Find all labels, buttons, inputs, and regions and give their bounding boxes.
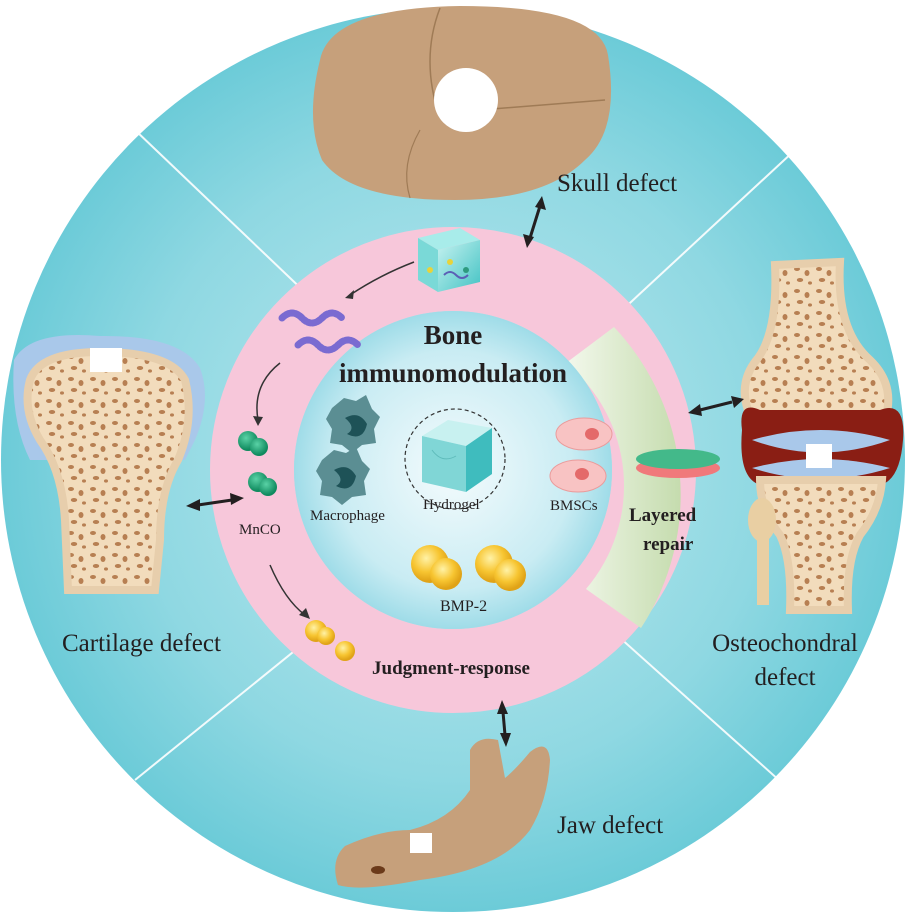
mnco-label: MnCO (239, 522, 281, 539)
center-title-line2: immunomodulation (318, 358, 588, 389)
bmscs-label: BMSCs (550, 498, 598, 515)
bmp2-label: BMP-2 (440, 598, 487, 616)
osteochondral-label-line2: defect (685, 664, 885, 692)
layered-discs (636, 449, 720, 478)
osteochondral-label-line1: Osteochondral (685, 630, 885, 658)
skull-defect-label: Skull defect (557, 170, 677, 198)
hydrogel-cube-small (418, 228, 480, 292)
layered-label-line2: repair (643, 534, 693, 556)
macrophage-label: Macrophage (310, 508, 385, 525)
layered-label-line1: Layered (629, 505, 696, 527)
center-title-line1: Bone (353, 320, 553, 351)
judgment-response-label: Judgment-response (372, 658, 530, 680)
jaw-defect-label: Jaw defect (557, 812, 663, 840)
hydrogel-label: Hydrogel (423, 497, 480, 514)
cartilage-defect-label: Cartilage defect (62, 630, 221, 658)
